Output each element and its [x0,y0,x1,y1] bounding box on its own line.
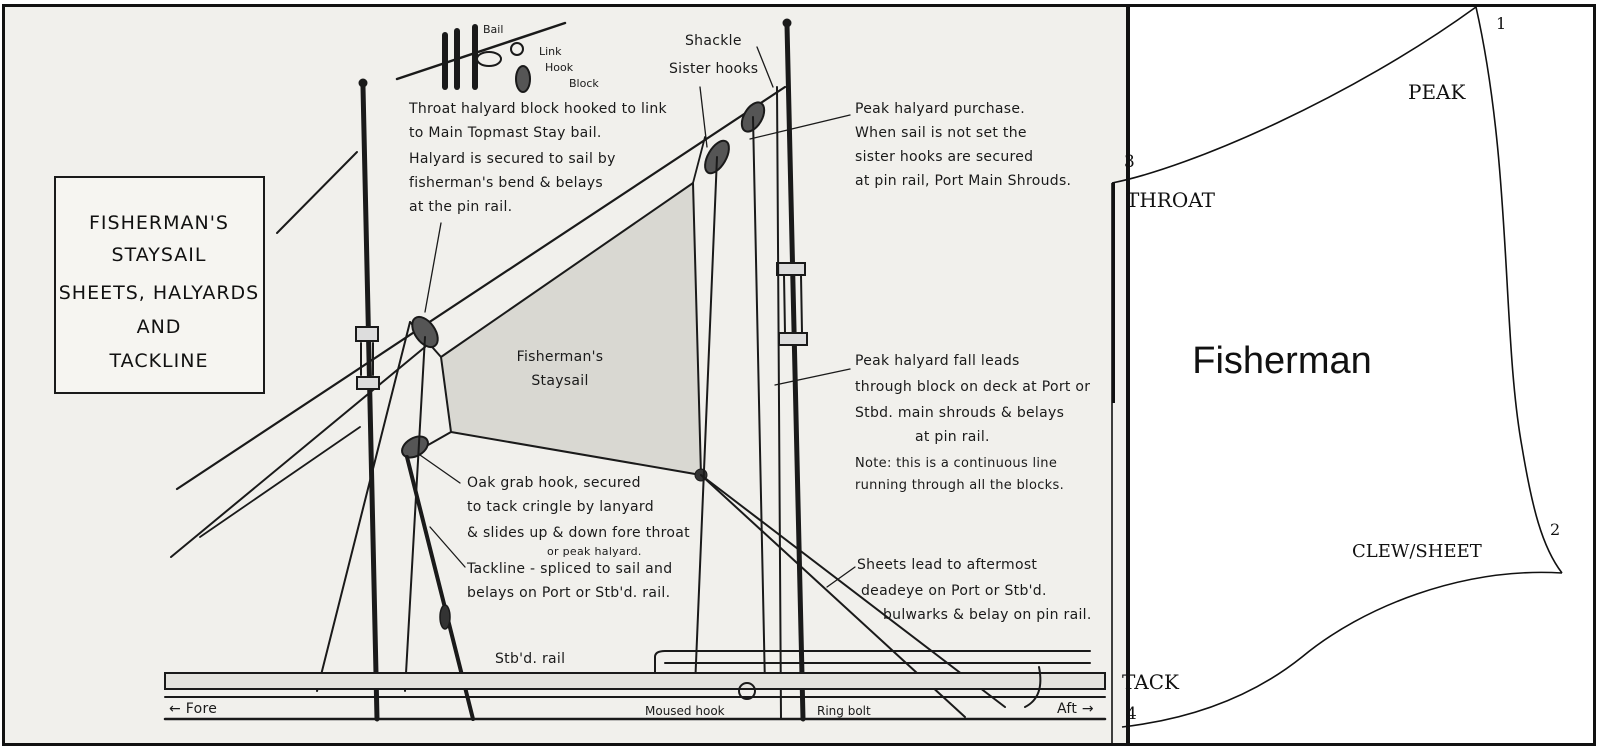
svg-text:Stbd. main shrouds & belays: Stbd. main shrouds & belays [855,405,1064,421]
label-peak: PEAK [1408,80,1467,104]
svg-text:Tackline - spliced to sail and: Tackline - spliced to sail and [466,561,672,577]
svg-text:through block on deck at Port: through block on deck at Port or [855,379,1090,395]
label-throat: THROAT [1126,188,1216,212]
head-edge [1111,6,1477,184]
svg-text:deadeye on Port or Stb'd.: deadeye on Port or Stb'd. [861,583,1047,599]
image-frame [2,4,1596,746]
label-fore: ← Fore [169,701,217,717]
peak-fall-note: Peak halyard fall leads through block on… [855,353,1090,493]
svg-text:sister hooks are secured: sister hooks are secured [855,149,1033,165]
mainmast [784,22,806,722]
tackline-note: Tackline - spliced to sail and belays on… [466,561,672,601]
label-bail: Bail [483,23,503,36]
svg-text:Sheets lead to aftermost: Sheets lead to aftermost [857,557,1037,573]
rigging-illustration: FISHERMAN'S STAYSAIL SHEETS, HALYARDS AN… [5,7,1126,743]
title-line-1: FISHERMAN'S [89,212,229,234]
staysail [439,181,703,477]
title-line-5: TACKLINE [109,350,209,372]
svg-text:at pin rail, Port Main Shrouds: at pin rail, Port Main Shrouds. [855,173,1071,189]
label-fisherman: Fisherman [1192,340,1372,382]
svg-text:Peak halyard fall leads: Peak halyard fall leads [855,353,1020,369]
svg-text:fisherman's bend & belays: fisherman's bend & belays [409,175,603,191]
throat-note: Throat halyard block hooked to link to M… [408,101,668,215]
corner-1: 1 [1496,14,1506,33]
sail-label-line-1: Fisherman's [517,349,604,365]
title-text: FISHERMAN'S STAYSAIL SHEETS, HALYARDS AN… [59,212,259,372]
grab-hook-note: Oak grab hook, secured to tack cringle b… [467,475,690,558]
svg-text:Halyard is secured to sail by: Halyard is secured to sail by [409,151,616,167]
label-aft: Aft → [1057,701,1094,717]
title-line-4: AND [137,316,182,338]
foremast [360,84,380,722]
title-line-3: SHEETS, HALYARDS [59,282,259,304]
svg-text:belays on Port or Stb'd. rail.: belays on Port or Stb'd. rail. [467,585,670,601]
title-line-2: STAYSAIL [112,244,207,266]
sail-label-line-2: Staysail [531,373,588,389]
svg-text:Note: this is a continuous lin: Note: this is a continuous line [855,456,1057,471]
label-ring-bolt: Ring bolt [817,704,871,718]
corner-4: 4 [1126,704,1137,724]
panel-divider [1126,7,1130,743]
label-moused-hook: Moused hook [645,704,725,718]
label-stbd-rail: Stb'd. rail [495,651,565,667]
label-hook: Hook [545,61,574,74]
svg-text:at the pin rail.: at the pin rail. [409,199,512,215]
sheets-note: Sheets lead to aftermost deadeye on Port… [857,557,1092,623]
corner-3: 3 [1124,152,1135,172]
label-sister-hooks: Sister hooks [669,61,758,77]
title-box [54,176,265,394]
foot-edge [1121,571,1563,728]
svg-text:running through all the blocks: running through all the blocks. [855,478,1064,493]
svg-text:Oak grab hook, secured: Oak grab hook, secured [467,475,641,491]
leech-edge [1475,6,1563,574]
svg-text:& slides up & down fore throat: & slides up & down fore throat [467,525,690,541]
label-clew-sheet: CLEW/SHEET [1352,541,1482,562]
svg-text:to tack cringle by lanyard: to tack cringle by lanyard [467,499,654,515]
sail-outline-diagram: 1 PEAK 3 THROAT Fisherman 2 CLEW/SHEET T… [1111,6,1593,743]
peak-purchase-note: Peak halyard purchase. When sail is not … [855,101,1071,189]
svg-text:or peak halyard.: or peak halyard. [547,545,642,558]
svg-text:Throat halyard block hooked to: Throat halyard block hooked to link [408,101,668,117]
label-shackle: Shackle [685,33,742,49]
corner-2: 2 [1550,520,1560,539]
label-link: Link [539,45,562,58]
svg-text:Peak halyard purchase.: Peak halyard purchase. [855,101,1025,117]
label-block: Block [569,77,599,90]
label-tack: TACK [1122,670,1180,694]
svg-text:When sail is not set the: When sail is not set the [855,125,1027,141]
svg-text:to Main Topmast Stay bail.: to Main Topmast Stay bail. [409,125,602,141]
svg-text:at pin rail.: at pin rail. [915,429,990,445]
svg-text:bulwarks & belay on pin rail.: bulwarks & belay on pin rail. [883,607,1092,623]
